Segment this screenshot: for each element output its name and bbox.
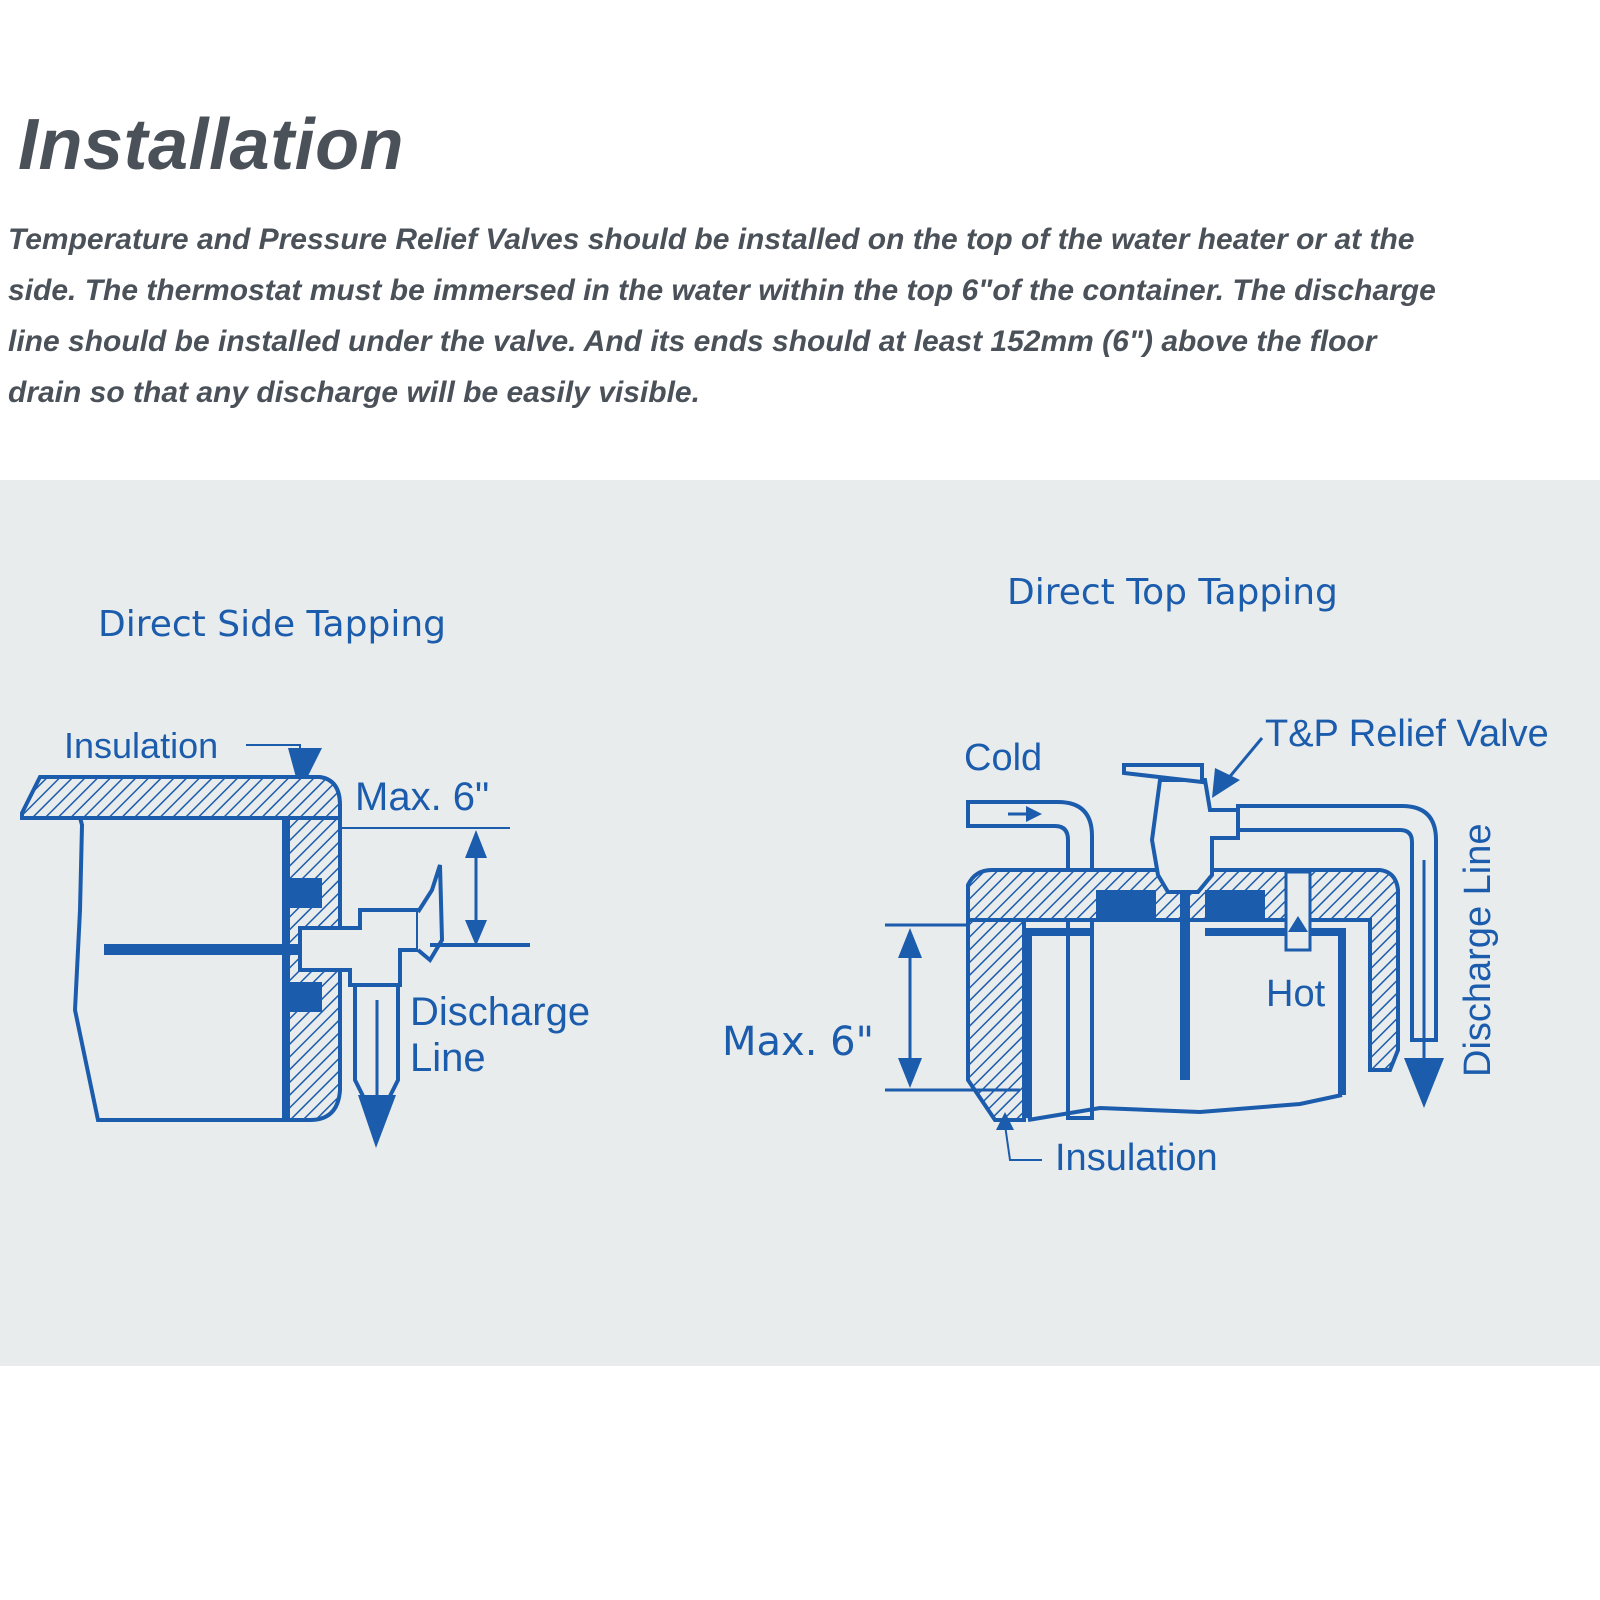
top-cold-pipe (966, 800, 1094, 1120)
intro-paragraph: Temperature and Pressure Relief Valves s… (8, 223, 1436, 409)
top-insulation-leader (1004, 1124, 1042, 1161)
top-insulation-arrow-icon (996, 1112, 1014, 1130)
top-tank-side-insulation (966, 918, 1026, 1122)
top-tapping-diagram: Direct Top Tapping T&P Relief Valve Cold (722, 572, 1549, 1179)
page-title: Installation (18, 105, 405, 185)
top-hot-arrow-icon (1288, 916, 1308, 932)
top-tp-valve-lever (1122, 763, 1204, 785)
top-insulation-label: Insulation (1055, 1137, 1218, 1179)
side-dim-arrow-down-icon (465, 920, 487, 946)
installation-diagram-figure: Direct Side Tapping Insulation (0, 480, 1600, 1366)
side-thermostat-rod (104, 944, 314, 955)
top-dim-arrow-up-icon (898, 928, 922, 958)
top-fitting-right (1205, 890, 1265, 920)
top-hot-pipe (1284, 870, 1312, 952)
side-discharge-label-1: Discharge (410, 990, 590, 1034)
installation-diagram: Direct Side Tapping Insulation (20, 572, 1549, 1179)
top-cold-label: Cold (964, 737, 1042, 779)
top-tank-bottom (1027, 1093, 1343, 1122)
side-valve-body (298, 908, 420, 987)
side-discharge-label-2: Line (410, 1036, 486, 1080)
top-dim-arrow-down-icon (898, 1058, 922, 1088)
top-tp-valve-label: T&P Relief Valve (1265, 713, 1549, 755)
top-tp-valve-body (1149, 778, 1240, 894)
side-fitting-lower (290, 982, 322, 1012)
top-tapping-title: Direct Top Tapping (1007, 572, 1338, 613)
side-max-label: Max. 6" (355, 775, 489, 819)
top-hot-label: Hot (1266, 973, 1326, 1015)
side-tapping-diagram: Direct Side Tapping Insulation (20, 604, 590, 1148)
side-insulation-arrow-icon (288, 748, 322, 792)
side-insulation-label: Insulation (64, 725, 218, 766)
top-thermostat-rod (1180, 890, 1190, 1080)
side-dim-arrow-up-icon (465, 830, 487, 858)
top-discharge-label: Discharge Line (1457, 824, 1499, 1077)
top-discharge-arrow-icon (1404, 1058, 1444, 1108)
side-tapping-title: Direct Side Tapping (98, 604, 446, 645)
top-tp-arrow-icon (1212, 768, 1240, 798)
side-fitting-upper (290, 878, 322, 908)
top-max-label: Max. 6" (722, 1019, 874, 1065)
side-valve-handle (416, 864, 445, 964)
top-discharge-pipe (1236, 804, 1438, 1042)
top-cold-arrow-icon (1026, 806, 1042, 822)
side-top-insulation (20, 775, 342, 820)
top-fitting-left (1096, 890, 1156, 920)
top-inner-tank (1024, 928, 1346, 1118)
side-discharge-arrow-icon (358, 1095, 396, 1148)
